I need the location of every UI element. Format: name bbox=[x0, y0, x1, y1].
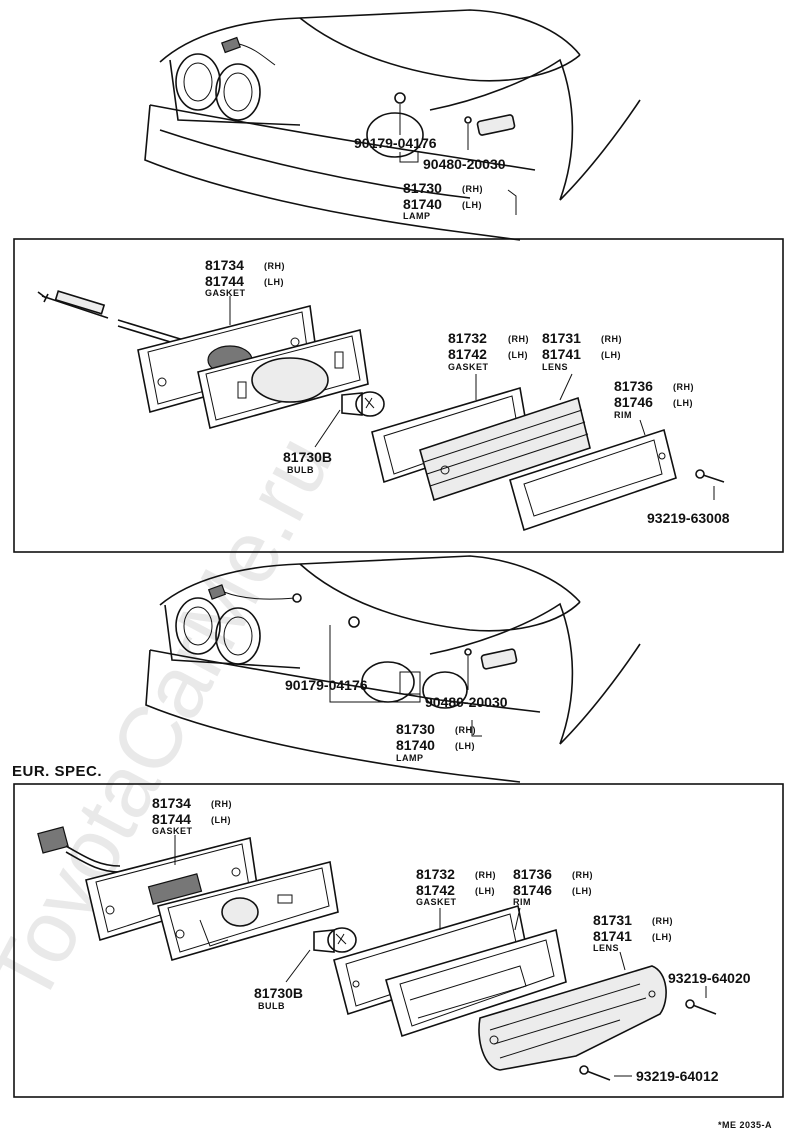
mid-nut-icon bbox=[348, 616, 360, 628]
top-screw-part-number: 90480-20030 bbox=[423, 156, 506, 172]
box1-gasket-rh-number: 81734 bbox=[205, 257, 244, 273]
top-nut-icon bbox=[394, 92, 406, 104]
box2-rim-lh-number: 81746 bbox=[513, 882, 552, 898]
box1-gasket-rh-side: (RH) bbox=[264, 261, 285, 271]
box1-gasket-lh-number: 81744 bbox=[205, 273, 244, 289]
box2-lens-gasket-lh-side: (LH) bbox=[475, 886, 495, 896]
box2-rim-lh-side: (LH) bbox=[572, 886, 592, 896]
top-lamp-lh-number: 81740 bbox=[403, 196, 442, 212]
box2-lens-name: LENS bbox=[593, 943, 619, 953]
box2-gasket-lh-number: 81744 bbox=[152, 811, 191, 827]
mid-lamp-name: LAMP bbox=[396, 753, 424, 763]
box1-rim-lh-side: (LH) bbox=[673, 398, 693, 408]
mid-lamp-lh-side: (LH) bbox=[455, 741, 475, 751]
box2-gasket-rh-number: 81734 bbox=[152, 795, 191, 811]
box1-lens-rh-side: (RH) bbox=[601, 334, 622, 344]
box1-rim bbox=[509, 428, 677, 532]
top-lamp-lh-side: (LH) bbox=[462, 200, 482, 210]
top-nut-part-number: 90179-04176 bbox=[354, 135, 437, 151]
box2-bulb-icon bbox=[313, 927, 357, 953]
mid-car-illustration bbox=[145, 555, 641, 783]
box2-bulb-number: 81730B bbox=[254, 985, 303, 1001]
box1-lens-rh-number: 81731 bbox=[542, 330, 581, 346]
box2-lens-gasket-rh-side: (RH) bbox=[475, 870, 496, 880]
box1-bulb-name: BULB bbox=[287, 465, 314, 475]
box1-lamp-housing bbox=[197, 329, 369, 429]
box2-rim-rh-side: (RH) bbox=[572, 870, 593, 880]
box2-lens-gasket-name: GASKET bbox=[416, 897, 457, 907]
box2-lens-lh-side: (LH) bbox=[652, 932, 672, 942]
box2-lens-lh-number: 81741 bbox=[593, 928, 632, 944]
box2-lens-gasket-lh-number: 81742 bbox=[416, 882, 455, 898]
box2-lamp-housing bbox=[157, 861, 339, 961]
top-car-illustration bbox=[144, 9, 641, 241]
footer-reference: *ME 2035-A bbox=[718, 1120, 772, 1130]
box1-rim-rh-number: 81736 bbox=[614, 378, 653, 394]
box1-screw-icon bbox=[695, 469, 725, 483]
box1-gasket-lh-side: (LH) bbox=[264, 277, 284, 287]
mid-screw-part-number: 90480-20030 bbox=[425, 694, 508, 710]
box1-bulb-icon bbox=[341, 391, 385, 417]
box1-lens-lh-side: (LH) bbox=[601, 350, 621, 360]
mid-screw-icon bbox=[464, 648, 472, 656]
box1-lens-gasket-rh-side: (RH) bbox=[508, 334, 529, 344]
box2-gasket-rh-side: (RH) bbox=[211, 799, 232, 809]
mid-nut-part-number: 90179-04176 bbox=[285, 677, 368, 693]
box1-lens bbox=[419, 396, 591, 502]
box2-connector bbox=[37, 826, 121, 873]
top-screw-icon bbox=[464, 116, 472, 124]
box1-screw-number: 93219-63008 bbox=[647, 510, 730, 526]
mid-lamp-rh-number: 81730 bbox=[396, 721, 435, 737]
box1-rim-rh-side: (RH) bbox=[673, 382, 694, 392]
box2-lens-rh-number: 81731 bbox=[593, 912, 632, 928]
box2-screw-b-number: 93219-64012 bbox=[636, 1068, 719, 1084]
box2-rim-rh-number: 81736 bbox=[513, 866, 552, 882]
box2-rim bbox=[385, 928, 567, 1038]
top-lamp-rh-number: 81730 bbox=[403, 180, 442, 196]
box1-lens-gasket-name: GASKET bbox=[448, 362, 489, 372]
box2-lens-gasket-rh-number: 81732 bbox=[416, 866, 455, 882]
box1-wire-harness bbox=[37, 290, 201, 352]
box1-rim-name: RIM bbox=[614, 410, 632, 420]
top-lamp-name: LAMP bbox=[403, 211, 431, 221]
box1-lens-gasket-lh-number: 81742 bbox=[448, 346, 487, 362]
box2-gasket-name: GASKET bbox=[152, 826, 193, 836]
box2-bulb-name: BULB bbox=[258, 1001, 285, 1011]
box1-gasket-name: GASKET bbox=[205, 288, 246, 298]
box1-rim-lh-number: 81746 bbox=[614, 394, 653, 410]
box2-screw-b-icon bbox=[579, 1065, 611, 1081]
box1-lens-gasket-lh-side: (LH) bbox=[508, 350, 528, 360]
box2-screw-a-icon bbox=[685, 999, 717, 1015]
mid-car-side-lamp-icon bbox=[480, 648, 518, 670]
box1-lens-name: LENS bbox=[542, 362, 568, 372]
top-lamp-rh-side: (RH) bbox=[462, 184, 483, 194]
box2-rim-name: RIM bbox=[513, 897, 531, 907]
box1-bulb-number: 81730B bbox=[283, 449, 332, 465]
mid-lamp-rh-side: (RH) bbox=[455, 725, 476, 735]
box2-screw-a-number: 93219-64020 bbox=[668, 970, 751, 986]
detail-box-eur-spec bbox=[13, 783, 784, 1098]
mid-lamp-lh-number: 81740 bbox=[396, 737, 435, 753]
box1-lens-gasket-rh-number: 81732 bbox=[448, 330, 487, 346]
top-car-side-lamp-icon bbox=[476, 114, 516, 136]
detail-box-standard bbox=[13, 238, 784, 553]
box2-lens bbox=[478, 965, 667, 1071]
box2-gasket-lh-side: (LH) bbox=[211, 815, 231, 825]
eur-spec-heading: EUR. SPEC. bbox=[12, 763, 102, 780]
box2-lens-rh-side: (RH) bbox=[652, 916, 673, 926]
box1-lens-lh-number: 81741 bbox=[542, 346, 581, 362]
